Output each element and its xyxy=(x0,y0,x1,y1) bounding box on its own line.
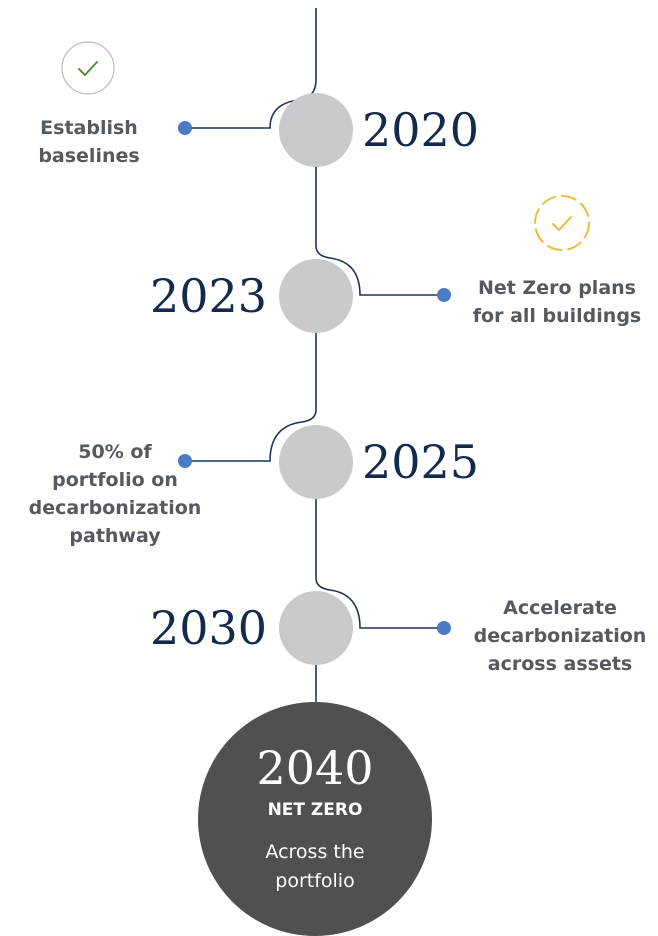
check-circle-icon xyxy=(61,41,115,95)
milestone-year-2020: 2020 xyxy=(362,103,480,157)
milestone-year-2023: 2023 xyxy=(150,269,268,323)
milestone-node-2025 xyxy=(279,425,353,499)
goal-title: NET ZERO xyxy=(267,800,363,820)
milestone-year-2025: 2025 xyxy=(362,435,480,489)
milestone-node-2030 xyxy=(279,591,353,665)
milestone-node-2020 xyxy=(279,93,353,167)
goal-subtitle: Across the portfolio xyxy=(265,841,365,892)
timeline-segment xyxy=(315,167,442,296)
milestone-label-2020: Establish baselines xyxy=(38,117,140,167)
milestone-year-2030: 2030 xyxy=(150,601,268,655)
goal-year: 2040 xyxy=(256,741,374,795)
timeline-segment xyxy=(315,499,442,629)
milestone-dot-2023 xyxy=(437,288,451,302)
dashed-check-circle-icon xyxy=(533,194,591,252)
milestone-label-2023: Net Zero plans for all buildings xyxy=(472,277,642,327)
net-zero-goal-circle: 2040 NET ZERO Across the portfolio xyxy=(198,702,432,936)
milestone-dot-2025 xyxy=(178,454,192,468)
milestone-node-2023 xyxy=(279,259,353,333)
timeline-segment xyxy=(188,333,317,462)
milestone-dot-2030 xyxy=(437,621,451,635)
milestone-label-2025: 50% of portfolio on decarbonization path… xyxy=(28,441,202,547)
milestone-label-2030: Accelerate decarbonization across assets xyxy=(473,597,647,675)
milestone-dot-2020 xyxy=(178,121,192,135)
